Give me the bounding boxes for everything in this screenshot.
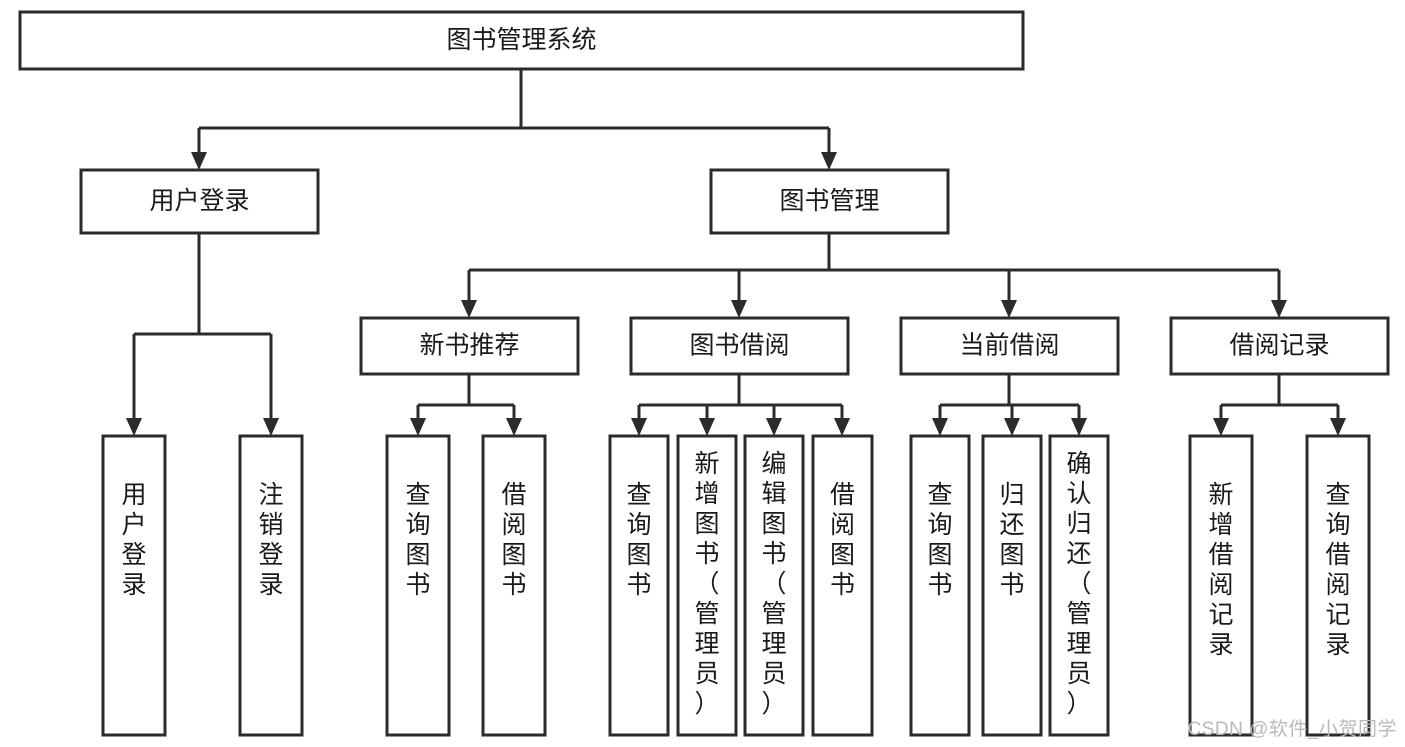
node-box[interactable] [385,434,451,737]
level2-node[interactable]: 借阅记录 [1169,316,1390,376]
node-box[interactable] [481,434,547,737]
node-label: 编辑图书（管理员） [761,450,786,718]
node-label: 当前借阅 [959,332,1059,360]
node-box[interactable] [811,434,874,737]
root-node[interactable]: 图书管理系统 [18,10,1025,71]
arrow-head-icon [1213,418,1229,436]
node-box[interactable] [608,434,670,737]
arrow-head-icon [410,418,426,436]
node-label: 图书管理系统 [446,26,596,54]
node-label: 注销登录 [258,481,283,599]
arrow-head-icon [1071,418,1087,436]
node-layer: 图书管理系统用户登录图书管理新书推荐图书借阅当前借阅借阅记录用户登录注销登录查询… [18,10,1390,737]
arrow-head-icon [932,418,948,436]
node-label: 图书借阅 [689,332,789,360]
node-box[interactable] [981,434,1043,737]
level1-node[interactable]: 图书管理 [709,168,950,235]
leaf-node[interactable]: 查询图书 [385,434,451,737]
leaf-node[interactable]: 借阅图书 [811,434,874,737]
leaf-node[interactable]: 查询借阅记录 [1305,434,1371,737]
node-box[interactable] [359,316,580,376]
node-box[interactable] [18,10,1025,71]
node-label: 借阅记录 [1229,332,1329,360]
node-label: 新增图书（管理员） [694,450,719,718]
node-label: 用户登录 [121,481,146,599]
node-box[interactable] [79,168,320,235]
level2-node[interactable]: 图书借阅 [629,316,850,376]
connector-layer [126,69,1346,436]
leaf-node[interactable]: 确认归还（管理员） [1048,434,1110,737]
leaf-node[interactable]: 查询图书 [608,434,670,737]
node-box[interactable] [238,434,304,737]
node-box[interactable] [743,434,805,737]
arrow-head-icon [461,300,477,318]
node-box[interactable] [909,434,971,737]
leaf-node[interactable]: 编辑图书（管理员） [743,434,805,737]
node-box[interactable] [629,316,850,376]
node-box[interactable] [1169,316,1390,376]
node-label: 归还图书 [999,481,1024,599]
leaf-node[interactable]: 新增借阅记录 [1188,434,1254,737]
node-label: 查询借阅记录 [1325,481,1350,659]
arrow-head-icon [821,152,837,170]
arrow-head-icon [631,418,647,436]
watermark-label: CSDN @软件_小贺同学 [1187,719,1397,740]
node-label: 借阅图书 [830,481,855,599]
node-label: 新书推荐 [419,332,519,360]
leaf-node[interactable]: 归还图书 [981,434,1043,737]
leaf-node[interactable]: 新增图书（管理员） [676,434,738,737]
node-label: 新增借阅记录 [1208,481,1233,659]
node-label: 确认归还（管理员） [1066,450,1091,718]
arrow-head-icon [1004,418,1020,436]
node-box[interactable] [676,434,738,737]
node-label: 查询图书 [626,481,651,599]
arrow-head-icon [699,418,715,436]
node-box[interactable] [1305,434,1371,737]
node-box[interactable] [1188,434,1254,737]
level1-node[interactable]: 用户登录 [79,168,320,235]
arrow-head-icon [834,418,850,436]
arrow-head-icon [126,418,142,436]
leaf-node[interactable]: 查询图书 [909,434,971,737]
arrow-head-icon [1330,418,1346,436]
node-label: 查询图书 [927,481,952,599]
node-label: 用户登录 [149,187,249,215]
arrow-head-icon [1271,300,1287,318]
node-box[interactable] [101,434,167,737]
arrow-head-icon [731,300,747,318]
leaf-node[interactable]: 用户登录 [101,434,167,737]
node-label: 借阅图书 [501,481,526,599]
arrow-head-icon [263,418,279,436]
node-box[interactable] [899,316,1120,376]
arrow-head-icon [766,418,782,436]
level2-node[interactable]: 新书推荐 [359,316,580,376]
node-box[interactable] [709,168,950,235]
arrow-head-icon [1001,300,1017,318]
node-label: 查询图书 [405,481,430,599]
node-box[interactable] [1048,434,1110,737]
level2-node[interactable]: 当前借阅 [899,316,1120,376]
leaf-node[interactable]: 借阅图书 [481,434,547,737]
arrow-head-icon [191,152,207,170]
leaf-node[interactable]: 注销登录 [238,434,304,737]
arrow-head-icon [506,418,522,436]
node-label: 图书管理 [779,187,879,215]
